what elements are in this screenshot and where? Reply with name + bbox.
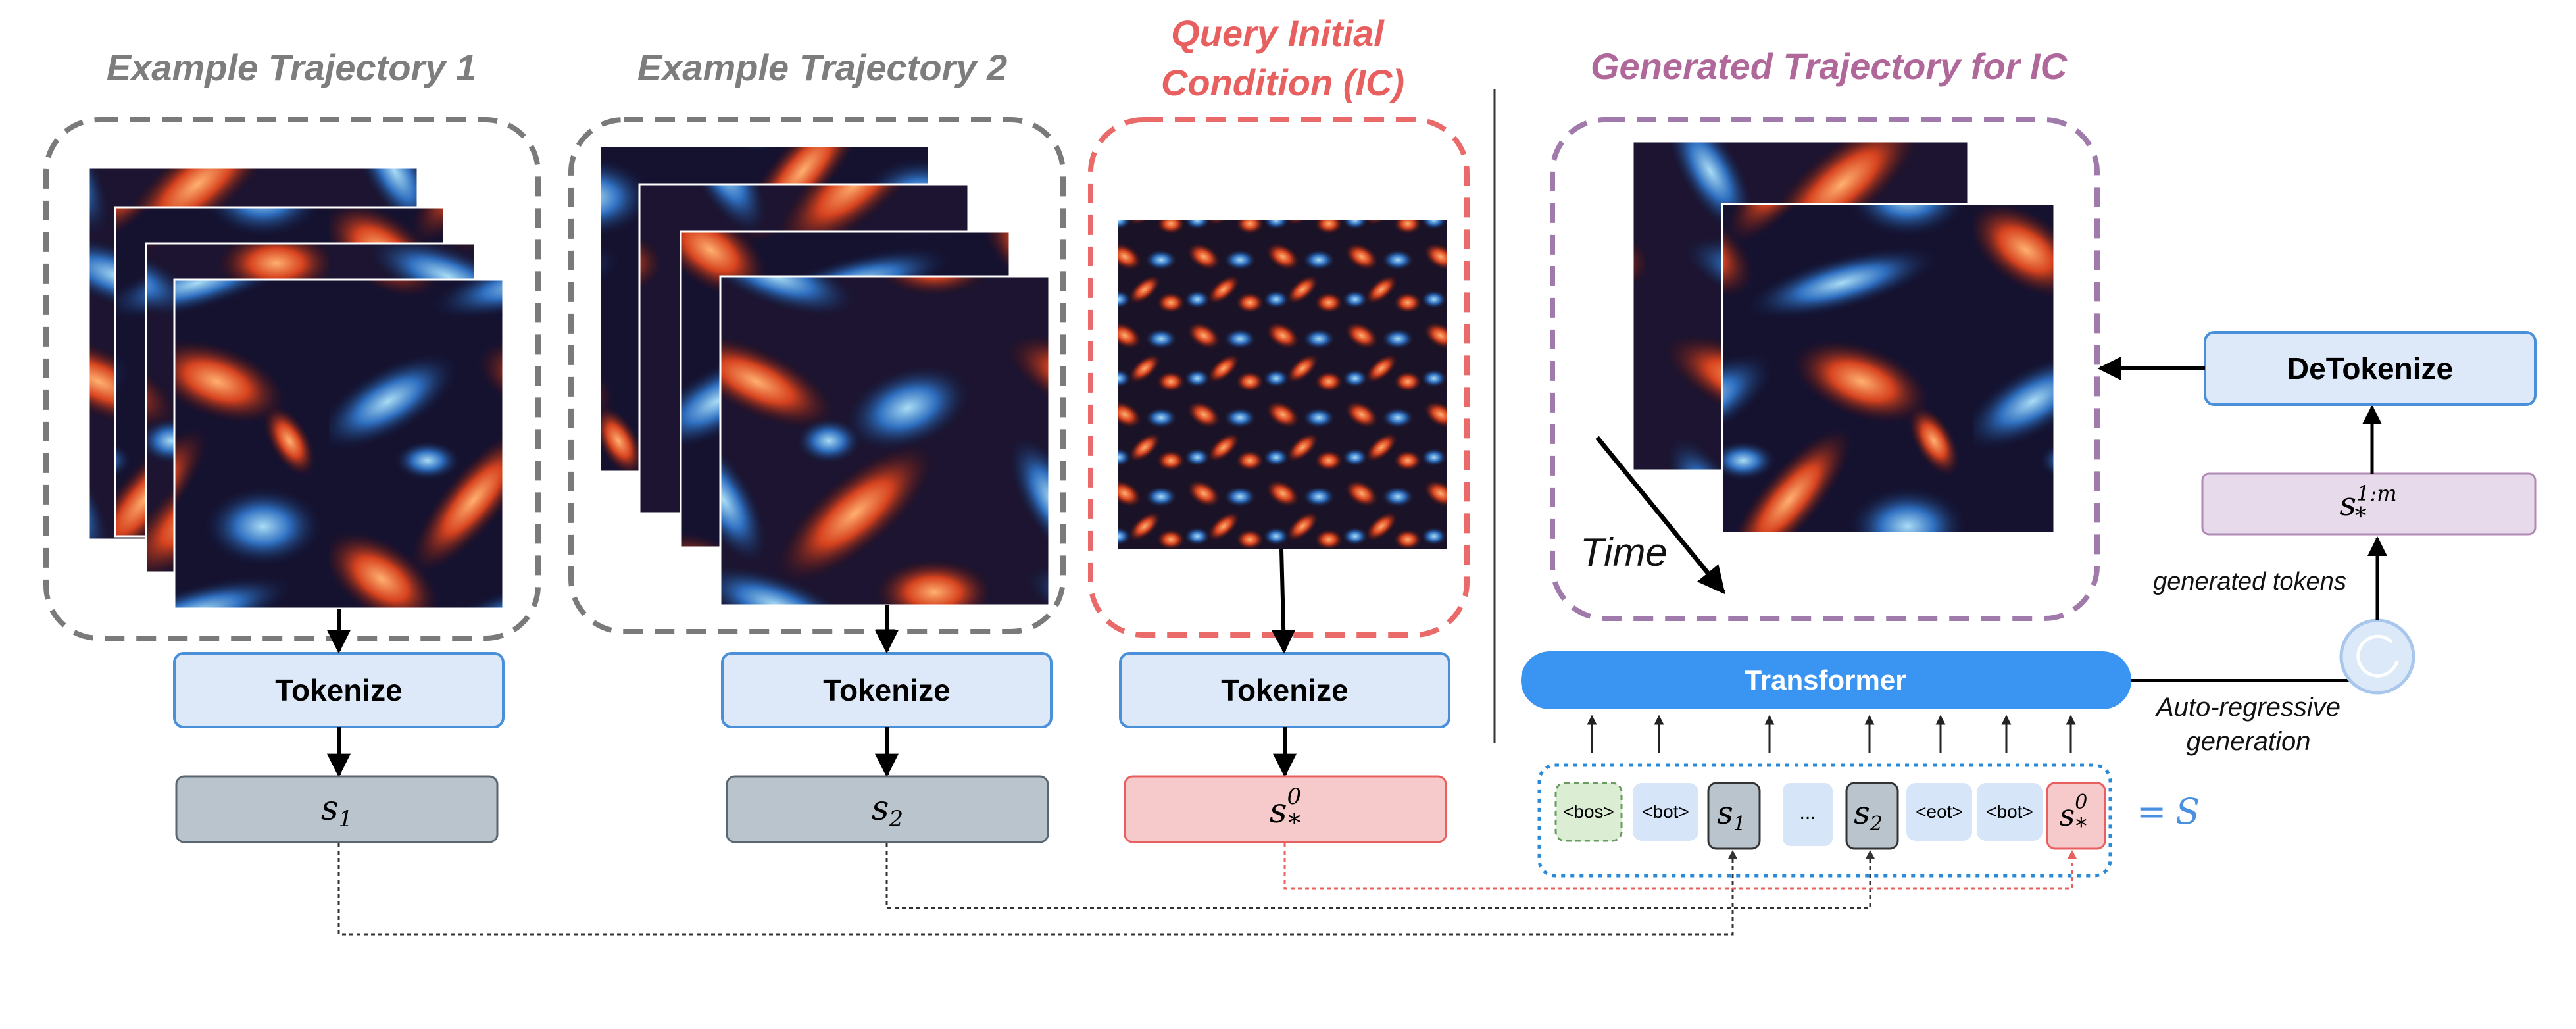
connector-s2 — [885, 843, 1871, 909]
autoregressive-loop-icon — [2356, 634, 2399, 678]
token-s0-box — [1124, 775, 1447, 843]
arrow-ic-to-tokenize — [1272, 549, 1296, 654]
seq-token-ellipsis — [1783, 783, 1833, 846]
tokenize-box-1-label: Tokenize — [275, 673, 402, 707]
token-s2-box — [726, 775, 1049, 843]
connector-s0 — [1283, 843, 2073, 890]
seq-token-s2-label: s2 — [1854, 795, 1883, 836]
title-generated-trajectory: Generated Trajectory for IC — [1591, 45, 2068, 87]
input-arrows — [1587, 715, 2076, 753]
title-query-ic-line2: Condition (IC) — [1161, 62, 1404, 103]
token-s1-label: s1 — [321, 789, 353, 832]
seq-token-s1 — [1707, 782, 1761, 850]
generated-tokens-box — [2201, 472, 2537, 536]
connector-s2-head — [1866, 850, 1875, 859]
autoregressive-label-line1: Auto-regressive — [2155, 693, 2341, 722]
query-ic-frame — [1118, 220, 1447, 549]
example-1-frame-4 — [173, 278, 505, 610]
example-2-frame-4 — [719, 275, 1051, 607]
seq-token-bot-2 — [1977, 783, 2043, 841]
autoregressive-node — [2339, 618, 2415, 695]
seq-token-ellipsis-label: ... — [1799, 802, 1816, 824]
generated-trajectory-container — [1550, 117, 2100, 621]
generated-frame-stack — [1631, 140, 2056, 534]
seq-token-bot-2-label: <bot> — [1986, 801, 2033, 822]
connector-s1-head — [1728, 850, 1737, 859]
transformer-bar — [1521, 651, 2131, 709]
transformer-label: Transformer — [1745, 665, 1906, 695]
connector-s0-head — [2068, 850, 2077, 859]
time-arrow — [1595, 436, 1725, 595]
example-1-frame-stack — [87, 166, 505, 610]
example-2-container — [568, 117, 1066, 634]
seq-token-eot-label: <eot> — [1916, 801, 1963, 822]
tokenize-box-3-label: Tokenize — [1221, 673, 1348, 707]
seq-token-bos — [1554, 782, 1623, 842]
seq-token-s2 — [1845, 782, 1899, 850]
token-s1-box — [175, 775, 499, 843]
autoregressive-label-line2: generation — [2186, 727, 2310, 756]
connector-s1 — [337, 843, 1734, 936]
seq-token-s0 — [2046, 782, 2106, 850]
token-s2-label: s2 — [872, 789, 903, 832]
sequence-equals-S: =S — [2137, 791, 2200, 832]
seq-token-bos-label: <bos> — [1563, 801, 1614, 822]
seq-token-eot — [1906, 783, 1972, 841]
generated-tokens-symbol: s1:m* — [2339, 481, 2396, 530]
sequence-container — [1537, 763, 2112, 878]
generated-frame-2 — [1721, 203, 2056, 534]
example-2-frame-stack — [599, 145, 1051, 607]
seq-token-s0-label: s0* — [2060, 791, 2088, 840]
seq-token-bot-1 — [1633, 783, 1698, 841]
tokenize-box-2-label: Tokenize — [823, 673, 950, 707]
title-example-trajectory-1: Example Trajectory 1 — [107, 47, 476, 88]
seq-token-s1-label: s1 — [1717, 795, 1746, 836]
seq-token-bot-1-label: <bot> — [1642, 801, 1689, 822]
example-1-container — [43, 117, 541, 641]
title-query-ic-line1: Query Initial — [1171, 13, 1385, 54]
title-example-trajectory-2: Example Trajectory 2 — [637, 47, 1007, 88]
detokenize-label: DeTokenize — [2287, 351, 2453, 386]
token-s0-label: s0* — [1270, 784, 1301, 838]
generated-tokens-label: generated tokens — [2153, 568, 2346, 595]
time-label: Time — [1580, 530, 1668, 574]
